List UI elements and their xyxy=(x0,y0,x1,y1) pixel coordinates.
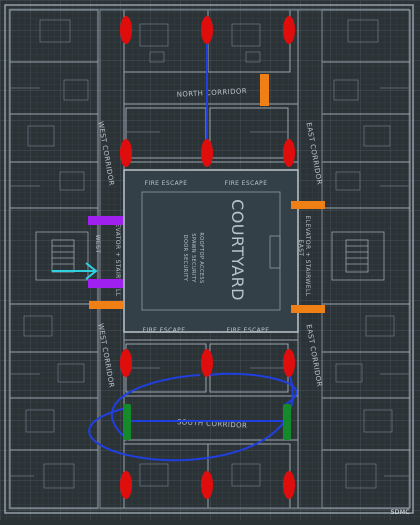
door-red-icon[interactable] xyxy=(201,139,213,167)
door-red-icon[interactable] xyxy=(283,16,295,44)
door-green-icon[interactable] xyxy=(283,404,291,440)
stairwell-east-sub-label: EAST xyxy=(297,240,304,257)
door-purple-icon[interactable] xyxy=(88,216,123,225)
door-red-icon[interactable] xyxy=(283,471,295,499)
green-door-markers xyxy=(123,404,291,440)
door-red-icon[interactable] xyxy=(283,349,295,377)
fire-escape-nw-label: FIRE ESCAPE xyxy=(145,180,188,187)
courtyard-sub-3: DOOR SECURITY xyxy=(182,235,188,282)
south-corridor-label: SOUTH CORRIDOR xyxy=(177,418,248,430)
purple-door-markers xyxy=(88,216,123,288)
fire-escape-se-label: FIRE ESCAPE xyxy=(227,327,270,334)
fire-escape-ne-label: FIRE ESCAPE xyxy=(225,180,268,187)
west-wing-rooms xyxy=(9,9,99,509)
building-outline xyxy=(4,4,414,514)
watermark: SDMC xyxy=(391,509,410,516)
north-corridor-label: NORTH CORRIDOR xyxy=(177,87,248,99)
courtyard xyxy=(123,169,299,333)
courtyard-sub-2: SPAWN SECURITY xyxy=(190,233,196,283)
stairwell-east xyxy=(331,231,385,281)
door-red-icon[interactable] xyxy=(120,16,132,44)
courtyard-sub-1: ROOFTOP ACCESS xyxy=(198,232,204,283)
red-door-markers xyxy=(120,16,295,499)
door-red-icon[interactable] xyxy=(120,139,132,167)
stairwell-west-label: ELEVATOR + STAIRWELL xyxy=(114,216,121,297)
door-red-icon[interactable] xyxy=(201,471,213,499)
courtyard-title: COURTYARD xyxy=(228,199,247,301)
door-green-icon[interactable] xyxy=(123,404,131,440)
door-orange-icon[interactable] xyxy=(291,201,325,209)
door-red-icon[interactable] xyxy=(283,139,295,167)
door-purple-icon[interactable] xyxy=(88,279,123,288)
door-orange-icon[interactable] xyxy=(291,305,325,313)
stairwell-east-label: ELEVATOR + STAIRWELL xyxy=(304,216,311,297)
arrow-right-icon xyxy=(52,262,98,280)
door-red-icon[interactable] xyxy=(201,16,213,44)
fire-escape-sw-label: FIRE ESCAPE xyxy=(143,327,186,334)
door-orange-icon[interactable] xyxy=(260,74,269,106)
door-orange-icon[interactable] xyxy=(89,301,123,309)
door-red-icon[interactable] xyxy=(120,349,132,377)
door-red-icon[interactable] xyxy=(120,471,132,499)
door-red-icon[interactable] xyxy=(201,349,213,377)
stairwell-west-sub-label: WEST xyxy=(94,235,101,254)
orange-door-markers xyxy=(89,74,325,313)
